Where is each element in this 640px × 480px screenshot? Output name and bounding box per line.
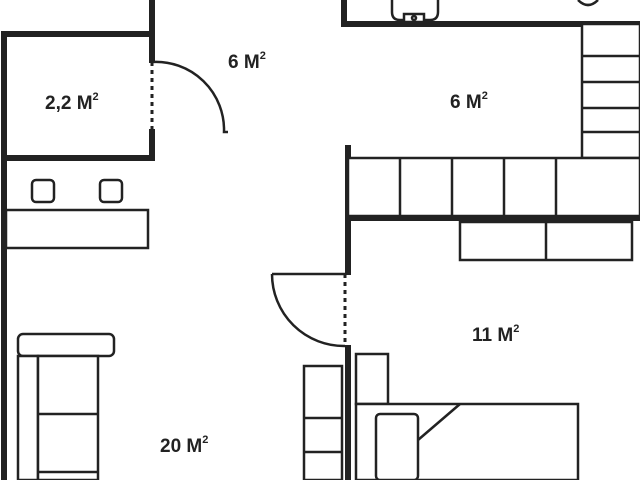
sofa xyxy=(16,332,116,480)
tv-unit xyxy=(4,178,150,250)
bedroom-shelf xyxy=(458,220,634,262)
bathroom-fixtures xyxy=(390,0,599,24)
kitchen-counter-horizontal xyxy=(346,156,640,218)
label-bedroom: 11 M2 xyxy=(472,323,519,346)
label-kitchen: 6 M2 xyxy=(450,90,488,113)
wardrobe xyxy=(302,364,344,480)
svg-text:11 M2: 11 M2 xyxy=(472,323,519,346)
storage-door xyxy=(150,60,228,134)
bedroom-door xyxy=(270,272,347,348)
label-storage: 2,2 M2 xyxy=(45,91,99,114)
label-living: 20 M2 xyxy=(160,434,208,457)
bed xyxy=(354,352,580,480)
svg-text:6 M2: 6 M2 xyxy=(228,50,266,73)
kitchen-counter-vertical xyxy=(580,22,640,160)
svg-text:2,2 M2: 2,2 M2 xyxy=(45,91,99,114)
svg-text:6 M2: 6 M2 xyxy=(450,90,488,113)
label-corridor: 6 M2 xyxy=(228,50,266,73)
svg-text:20 M2: 20 M2 xyxy=(160,434,208,457)
